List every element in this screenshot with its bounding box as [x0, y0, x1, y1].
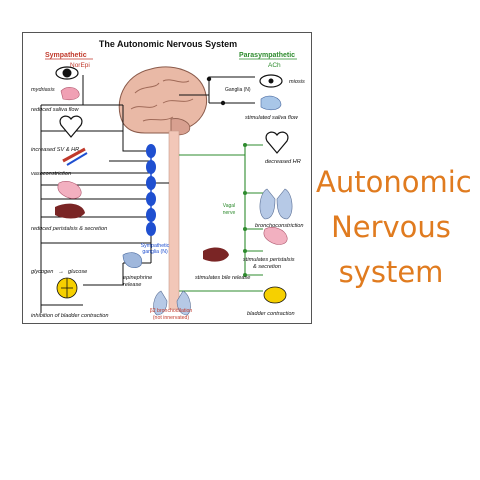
sympathetic-ganglia-label-2: ganglia (N) [142, 249, 168, 255]
sympathetic-ganglia-label: Sympathetic [141, 243, 170, 249]
heart-icon [59, 115, 83, 138]
effect-bronchoconstriction: bronchoconstriction [255, 223, 304, 229]
effect-reduced-saliva: reduced saliva flow [31, 107, 80, 113]
epinephrine-label-2: release [123, 282, 141, 288]
effect-vasoconstriction: vasoconstriction [31, 171, 71, 177]
slide-title-line-1: Autonomic [316, 165, 472, 199]
effect-glycogen: glycogen [31, 269, 53, 275]
ganglion [146, 160, 156, 174]
effect-bladder-contraction: bladder contraction [247, 311, 295, 317]
ganglion [146, 176, 156, 190]
sympathetic-heading: Sympathetic [45, 52, 87, 59]
effect-secretion: & secretion [253, 264, 281, 270]
eye-icon [259, 74, 283, 88]
liver-icon [203, 247, 229, 262]
salivary-gland-icon [60, 87, 80, 101]
cranial-parasympathetic-pathways [179, 76, 255, 104]
sympathetic-ganglia-chain [146, 144, 156, 236]
parasympathetic-ganglion [206, 76, 212, 82]
arrow-icon: → [58, 269, 64, 275]
beta-note: β2 bronchodilation [150, 308, 193, 314]
brain-icon [118, 66, 207, 136]
vagal-pathways [179, 144, 263, 292]
effect-bile-release: stimulates bile release [195, 275, 250, 281]
stomach-icon [57, 181, 82, 199]
effect-mydriasis: mydriasis [31, 87, 55, 93]
ganglia-n-label: Ganglia (N) [225, 87, 251, 93]
effect-decreased-hr: decreased HR [265, 159, 301, 165]
effect-bladder-inhibition: inhibition of bladder contraction [31, 313, 108, 319]
vagal-nerve-label: Vagal [223, 203, 235, 209]
bladder-icon [263, 286, 287, 304]
eye-icon [55, 66, 79, 80]
spinal-cord [168, 130, 180, 310]
ganglion [146, 208, 156, 222]
bladder-icon [56, 277, 78, 299]
slide-title-line-2: Nervous [331, 210, 451, 244]
ganglion [146, 144, 156, 158]
sympathetic-pathways [40, 75, 169, 313]
effect-reduced-peristalsis: reduced peristalsis & secretion [31, 226, 107, 232]
salivary-gland-icon [260, 95, 282, 111]
parasympathetic-heading: Parasympathetic [239, 52, 295, 59]
ganglion [146, 192, 156, 206]
lungs-icon [153, 290, 191, 316]
effect-glucose: glucose [68, 269, 87, 275]
vagal-nerve-label-2: nerve [223, 210, 236, 216]
effect-stimulates-peristalsis: stimulates peristalsis [243, 257, 295, 263]
slide-title: Autonomic Nervous system [316, 160, 472, 295]
norepi-label: NorEpi [70, 62, 90, 69]
beta-note-2: (not innervated) [153, 315, 190, 321]
effect-stimulated-saliva: stimulated saliva flow [245, 115, 299, 121]
heart-icon [265, 131, 289, 154]
diagram-title: The Autonomic Nervous System [99, 39, 237, 49]
parasympathetic-ganglion [220, 100, 226, 106]
blood-vessel-icon [62, 147, 88, 166]
stomach-icon [263, 227, 288, 245]
autonomic-nervous-system-diagram: The Autonomic Nervous System Sympathetic… [22, 32, 312, 324]
ganglion [146, 222, 156, 236]
vagal-ganglia [243, 143, 247, 277]
effect-increased-sv-hr: increased SV & HR [31, 147, 79, 153]
ach-label: ACh [268, 62, 281, 69]
liver-icon [55, 203, 85, 219]
adrenal-gland-icon [122, 252, 143, 268]
slide-title-line-3: system [338, 255, 444, 289]
effect-miosis: miosis [289, 79, 305, 85]
diagram-canvas: The Autonomic Nervous System Sympathetic… [31, 39, 305, 321]
lungs-icon [259, 188, 293, 220]
epinephrine-label: epinephrine [123, 275, 152, 281]
